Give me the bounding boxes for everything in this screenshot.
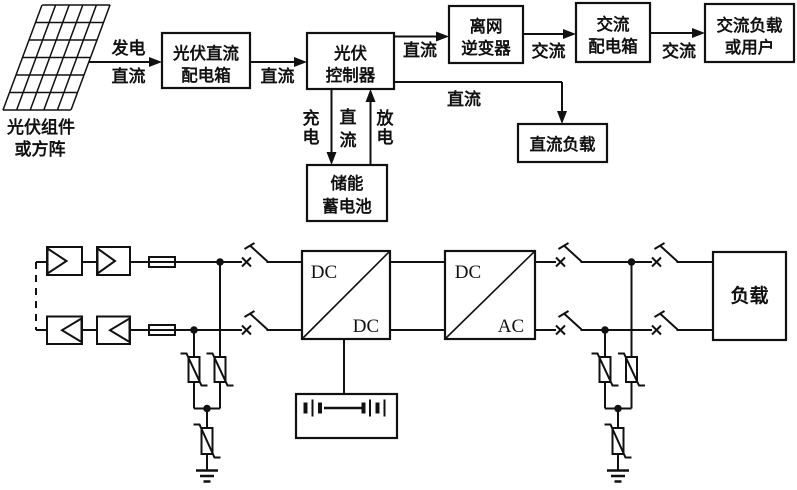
- dc-ac-inverter: DC AC: [443, 249, 537, 341]
- charge-char2: 电: [303, 127, 320, 147]
- pv-string-modules: [46, 246, 131, 345]
- switch-ac2-bottom: [651, 310, 679, 336]
- arrowhead-ac1: [563, 29, 576, 39]
- pv-dc-distribution-box: 光伏直流 配电箱: [160, 31, 252, 90]
- ac-load-line2: 或用户: [725, 37, 775, 57]
- circuit-schematic: DC DC DC AC 负载: [35, 242, 788, 483]
- inverter-line2: 逆变器: [461, 38, 511, 58]
- switch-ac1-top: [555, 242, 583, 268]
- battery-rect: [305, 163, 389, 223]
- junction-dot-right-bottom: [601, 326, 609, 334]
- gen-dc-label: 直流: [112, 66, 146, 86]
- dc-ac-diagonal: [444, 250, 536, 340]
- offgrid-inverter-box: 离网 逆变器: [447, 4, 525, 65]
- ground-symbol-left: [196, 469, 218, 483]
- battery-plates-short: [303, 402, 380, 414]
- discharge-char1: 放: [376, 108, 395, 128]
- spd-left-group: [180, 352, 234, 483]
- dc-label-1: 直流: [261, 66, 295, 86]
- controller-line2: 控制器: [326, 65, 376, 85]
- dc-load-rect: [516, 122, 609, 164]
- pv-dc-box-rect: [160, 31, 252, 90]
- arrowhead-charge: [326, 152, 337, 165]
- ac-box-line2: 配电箱: [588, 36, 638, 56]
- ground-symbol-right: [607, 469, 629, 483]
- arrowhead-discharge: [365, 89, 376, 102]
- dc-dc-diagonal: [301, 250, 391, 340]
- pv-controller-box: 光伏 控制器: [305, 31, 396, 91]
- pv-array-label-line1: 光伏组件: [6, 117, 75, 137]
- switch-dc-top: [241, 242, 269, 268]
- dc-load-box: 直流负载: [516, 122, 609, 164]
- dc-mid-char2: 流: [340, 130, 357, 150]
- varistor-right-1-strike: [591, 352, 619, 387]
- pv-array-grid: [2, 4, 111, 111]
- battery-bank-rect: [294, 392, 399, 440]
- arrowhead-dc1: [294, 57, 307, 67]
- junction-dot-right-spd: [614, 404, 622, 413]
- arrowhead-dc2: [436, 31, 449, 42]
- switch-ac2-top: [651, 242, 679, 268]
- ac-box-rect: [574, 1, 652, 64]
- charge-char1: 充: [303, 108, 320, 128]
- inverter-rect: [447, 4, 525, 65]
- discharge-char2: 电: [377, 127, 394, 147]
- load-label: 负载: [730, 284, 768, 307]
- switch-dc-bottom: [241, 310, 269, 336]
- junction-dot-left-spd: [203, 404, 211, 413]
- battery-line2: 蓄电池: [322, 196, 372, 216]
- dc-mid-char1: 直: [340, 107, 357, 127]
- battery-line1: 储能: [331, 173, 365, 193]
- load-box: 负载: [711, 250, 788, 342]
- module-triangle-4: [108, 316, 131, 344]
- varistor-right-3-strike: [604, 423, 632, 459]
- varistor-left-1-strike: [180, 352, 208, 387]
- module-triangle-3: [60, 316, 83, 344]
- flow-connectors: [89, 32, 693, 165]
- dc-dc-output-label: DC: [353, 316, 379, 337]
- dc-ac-input-label: DC: [455, 262, 481, 283]
- pv-array-icon: [2, 4, 111, 111]
- ac-load-rect: [703, 2, 796, 64]
- battery-bank: [294, 392, 399, 440]
- dc-load-label: 直流负载: [530, 134, 597, 154]
- flow-diagram: 光伏组件 或方阵 发电 直流 直流 直流 交流 交流 直流 充 电 直 流 放 …: [2, 1, 796, 223]
- arrowhead-gen: [149, 57, 162, 67]
- module-triangle-2: [96, 246, 117, 276]
- controller-line1: 光伏: [333, 43, 368, 63]
- junction-dot-right-top: [627, 258, 636, 266]
- ac-box-line1: 交流: [597, 14, 631, 34]
- ac-label-2: 交流: [662, 41, 696, 61]
- junction-dot-left-bottom: [190, 326, 198, 334]
- junction-dot-left-top: [216, 258, 224, 266]
- pv-dc-box-line2: 配电箱: [181, 65, 231, 85]
- pv-array-label-line2: 或方阵: [15, 139, 66, 159]
- arrowhead-ac2: [692, 28, 705, 38]
- ac-distribution-box: 交流 配电箱: [574, 1, 652, 64]
- dc-ac-output-label: AC: [498, 316, 524, 337]
- inverter-line1: 离网: [470, 16, 503, 36]
- dc-dc-input-label: DC: [311, 262, 337, 283]
- varistor-right-2-strike: [618, 352, 645, 387]
- load-rect: [711, 250, 788, 342]
- varistor-left-3-strike: [193, 423, 221, 459]
- dc-label-3: 直流: [447, 89, 481, 109]
- dc-dc-converter: DC DC: [300, 249, 392, 341]
- varistor-left-2-strike: [206, 352, 234, 387]
- ac-load-line1: 交流负载: [717, 15, 784, 35]
- gen-label: 发电: [111, 38, 146, 58]
- storage-battery-box: 储能 蓄电池: [305, 163, 389, 223]
- arrowhead-dcload: [557, 111, 567, 124]
- module-triangle-1: [46, 246, 69, 276]
- ac-load-box: 交流负载 或用户: [703, 2, 796, 64]
- battery-plates-long: [311, 399, 386, 417]
- spd-right-group: [591, 352, 645, 483]
- dc-label-2: 直流: [403, 40, 437, 60]
- ac-label-1: 交流: [532, 41, 566, 61]
- pv-dc-box-line1: 光伏直流: [172, 43, 240, 63]
- controller-rect: [305, 31, 396, 91]
- switch-ac1-bottom: [555, 310, 583, 336]
